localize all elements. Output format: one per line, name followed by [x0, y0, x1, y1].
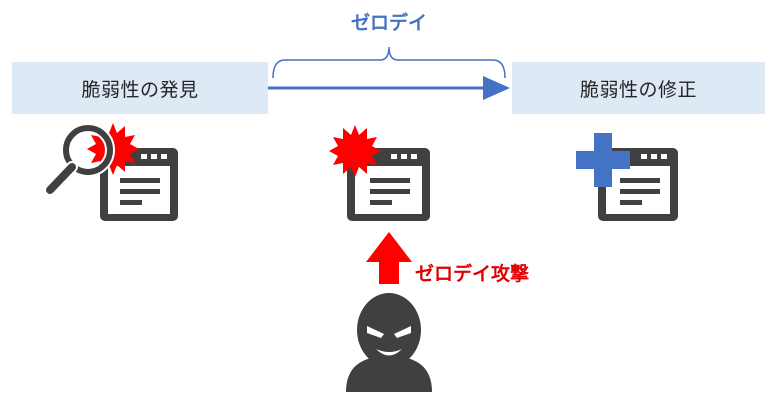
browser-patch-icon [576, 133, 678, 221]
vulnerability-fix-box: 脆弱性の修正 [512, 62, 765, 114]
zero-day-label: ゼロデイ [350, 12, 427, 34]
vulnerability-discovery-box: 脆弱性の発見 [12, 62, 268, 114]
hacker-icon [346, 293, 432, 392]
fix-label: 脆弱性の修正 [579, 78, 697, 101]
zero-day-brace [272, 46, 506, 79]
discovery-label: 脆弱性の発見 [81, 78, 199, 101]
browser-alert-icon [329, 125, 430, 221]
zero-day-attack-label: ゼロデイ攻撃 [415, 263, 530, 285]
magnifier-icon [44, 123, 115, 196]
alert-burst-icon [329, 125, 381, 177]
magnifier-browser-alert-icon [44, 123, 178, 221]
plus-icon [576, 133, 630, 187]
up-arrow-icon [366, 232, 412, 284]
